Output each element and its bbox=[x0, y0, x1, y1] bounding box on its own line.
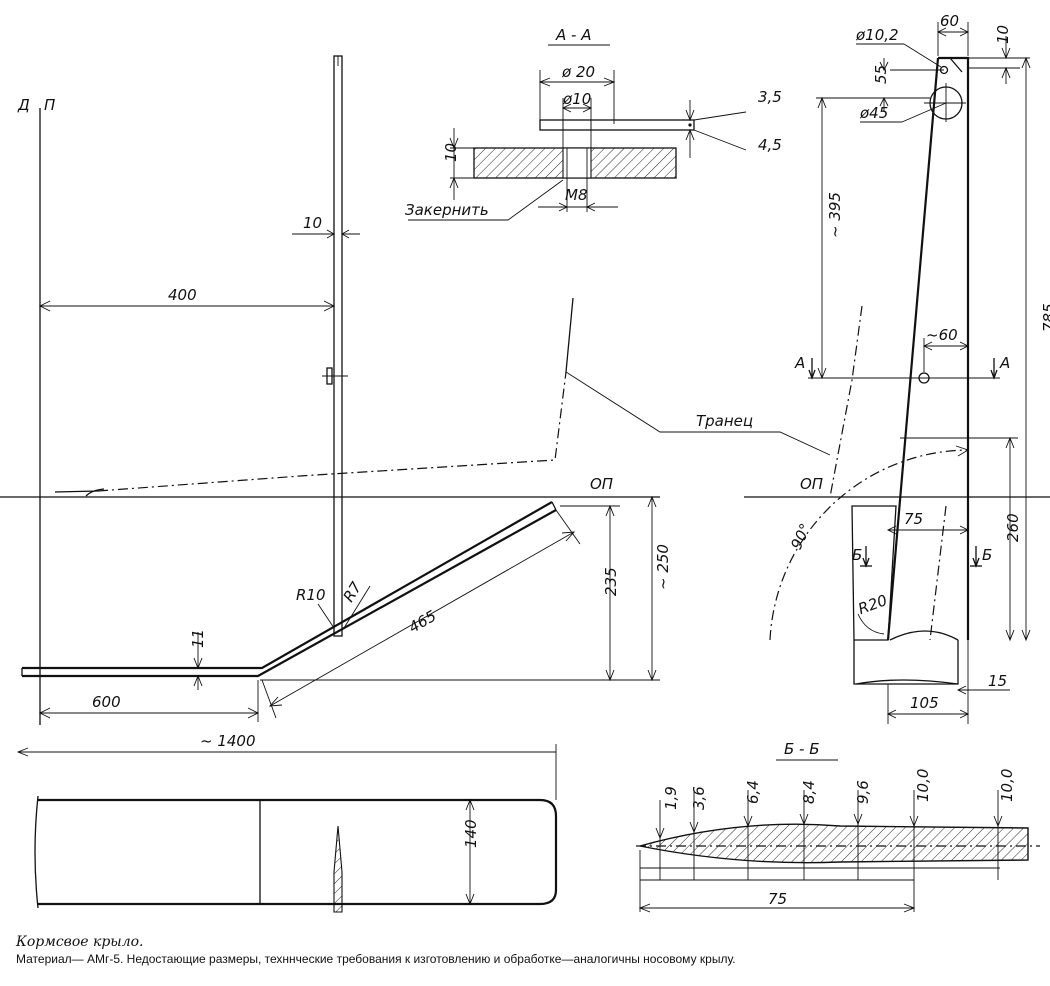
dim-t10: 10 bbox=[994, 25, 1012, 44]
dim-465: 465 bbox=[406, 607, 440, 637]
front-view: 60 ø10,2 10 55 ø45 ~ 395 bbox=[744, 12, 1050, 724]
hull-line bbox=[97, 371, 567, 492]
dim-h395: ~ 395 bbox=[826, 192, 844, 238]
front-strut bbox=[938, 56, 970, 640]
dim-h785: 785 bbox=[1040, 303, 1050, 332]
dim-m8: M8 bbox=[565, 186, 588, 204]
dim-strut-width: 10 bbox=[303, 214, 322, 232]
dim-s19: 1,9 bbox=[662, 786, 680, 810]
caption: Кормсвое крыло. Материал— АМг-5. Недоста… bbox=[16, 934, 1036, 966]
section-aa: А - А ø 20 ø10 3,5 4,5 bbox=[405, 26, 782, 221]
foil-profile bbox=[21, 501, 557, 678]
dim-s84: 8,4 bbox=[800, 780, 818, 804]
dim-r10: R10 bbox=[296, 586, 326, 604]
label-section-aa: А - А bbox=[555, 26, 591, 44]
dim-w60: 60 bbox=[940, 12, 959, 30]
dim-s100a: 10,0 bbox=[914, 769, 932, 802]
dim-35: 3,5 bbox=[758, 88, 782, 106]
plan-strut-section bbox=[333, 825, 343, 913]
dim-r20: R20 bbox=[856, 591, 890, 618]
dim-s36: 3,6 bbox=[690, 786, 708, 810]
strut bbox=[333, 55, 343, 637]
dim-s75: 75 bbox=[768, 890, 787, 908]
side-view: Д П 10 400 ОП Транец bbox=[0, 55, 831, 725]
dim-s100b: 10,0 bbox=[998, 769, 1016, 802]
dim-d45: ø45 bbox=[859, 104, 888, 122]
dim-d10: ø10 bbox=[562, 90, 591, 108]
dim-45: 4,5 bbox=[758, 136, 782, 154]
label-op-left: ОП bbox=[590, 475, 613, 493]
dim-w140: 140 bbox=[462, 819, 480, 848]
dim-h55: 55 bbox=[872, 65, 890, 84]
label-b-right: Б bbox=[982, 546, 992, 564]
dim-11: 11 bbox=[189, 629, 207, 648]
dim-s96: 9,6 bbox=[854, 780, 872, 804]
dim-s64: 6,4 bbox=[744, 780, 762, 804]
dim-w75: 75 bbox=[904, 510, 923, 528]
label-tranets: Транец bbox=[696, 412, 753, 430]
technical-drawing: Д П 10 400 ОП Транец bbox=[0, 12, 1050, 913]
dim-d102: ø10,2 bbox=[855, 26, 899, 44]
dim-w15: 15 bbox=[988, 672, 1007, 690]
dim-l1400: ~ 1400 bbox=[200, 732, 256, 750]
dim-235: 235 bbox=[602, 567, 620, 596]
label-a-left: А bbox=[794, 354, 805, 372]
label-section-bb: Б - Б bbox=[784, 740, 820, 758]
plan-foil bbox=[38, 798, 558, 906]
label-dp: Д bbox=[17, 96, 30, 114]
dim-250: ~ 250 bbox=[654, 544, 672, 590]
label-a-right: А bbox=[999, 354, 1010, 372]
plan-view: ~ 1400 140 bbox=[16, 732, 558, 913]
caption-title: Кормсвое крыло. bbox=[16, 934, 144, 950]
section-bb: Б - Б 1,9 3,6 6,4 8,4 9,6 10,0 10,0 75 bbox=[636, 740, 1040, 913]
bb-profile bbox=[639, 823, 1029, 864]
dim-aa-10: 10 bbox=[442, 143, 460, 162]
dim-w60b: ~60 bbox=[926, 326, 958, 344]
dim-w105: 105 bbox=[910, 694, 939, 712]
label-zakernit: Закернить bbox=[405, 201, 489, 219]
dim-h260: 260 bbox=[1004, 513, 1022, 542]
dim-a90: 90° bbox=[787, 521, 815, 553]
dim-r7: R7 bbox=[340, 578, 366, 605]
dim-600: 600 bbox=[92, 693, 121, 711]
label-b-left: Б bbox=[852, 546, 862, 564]
label-p: П bbox=[44, 96, 55, 114]
label-op-right: ОП bbox=[800, 475, 823, 493]
foil-front bbox=[851, 505, 897, 641]
dim-d20: ø 20 bbox=[561, 63, 595, 81]
dim-400: 400 bbox=[168, 286, 197, 304]
caption-note: Материал— АМг-5. Недостающие размеры, те… bbox=[16, 952, 736, 966]
